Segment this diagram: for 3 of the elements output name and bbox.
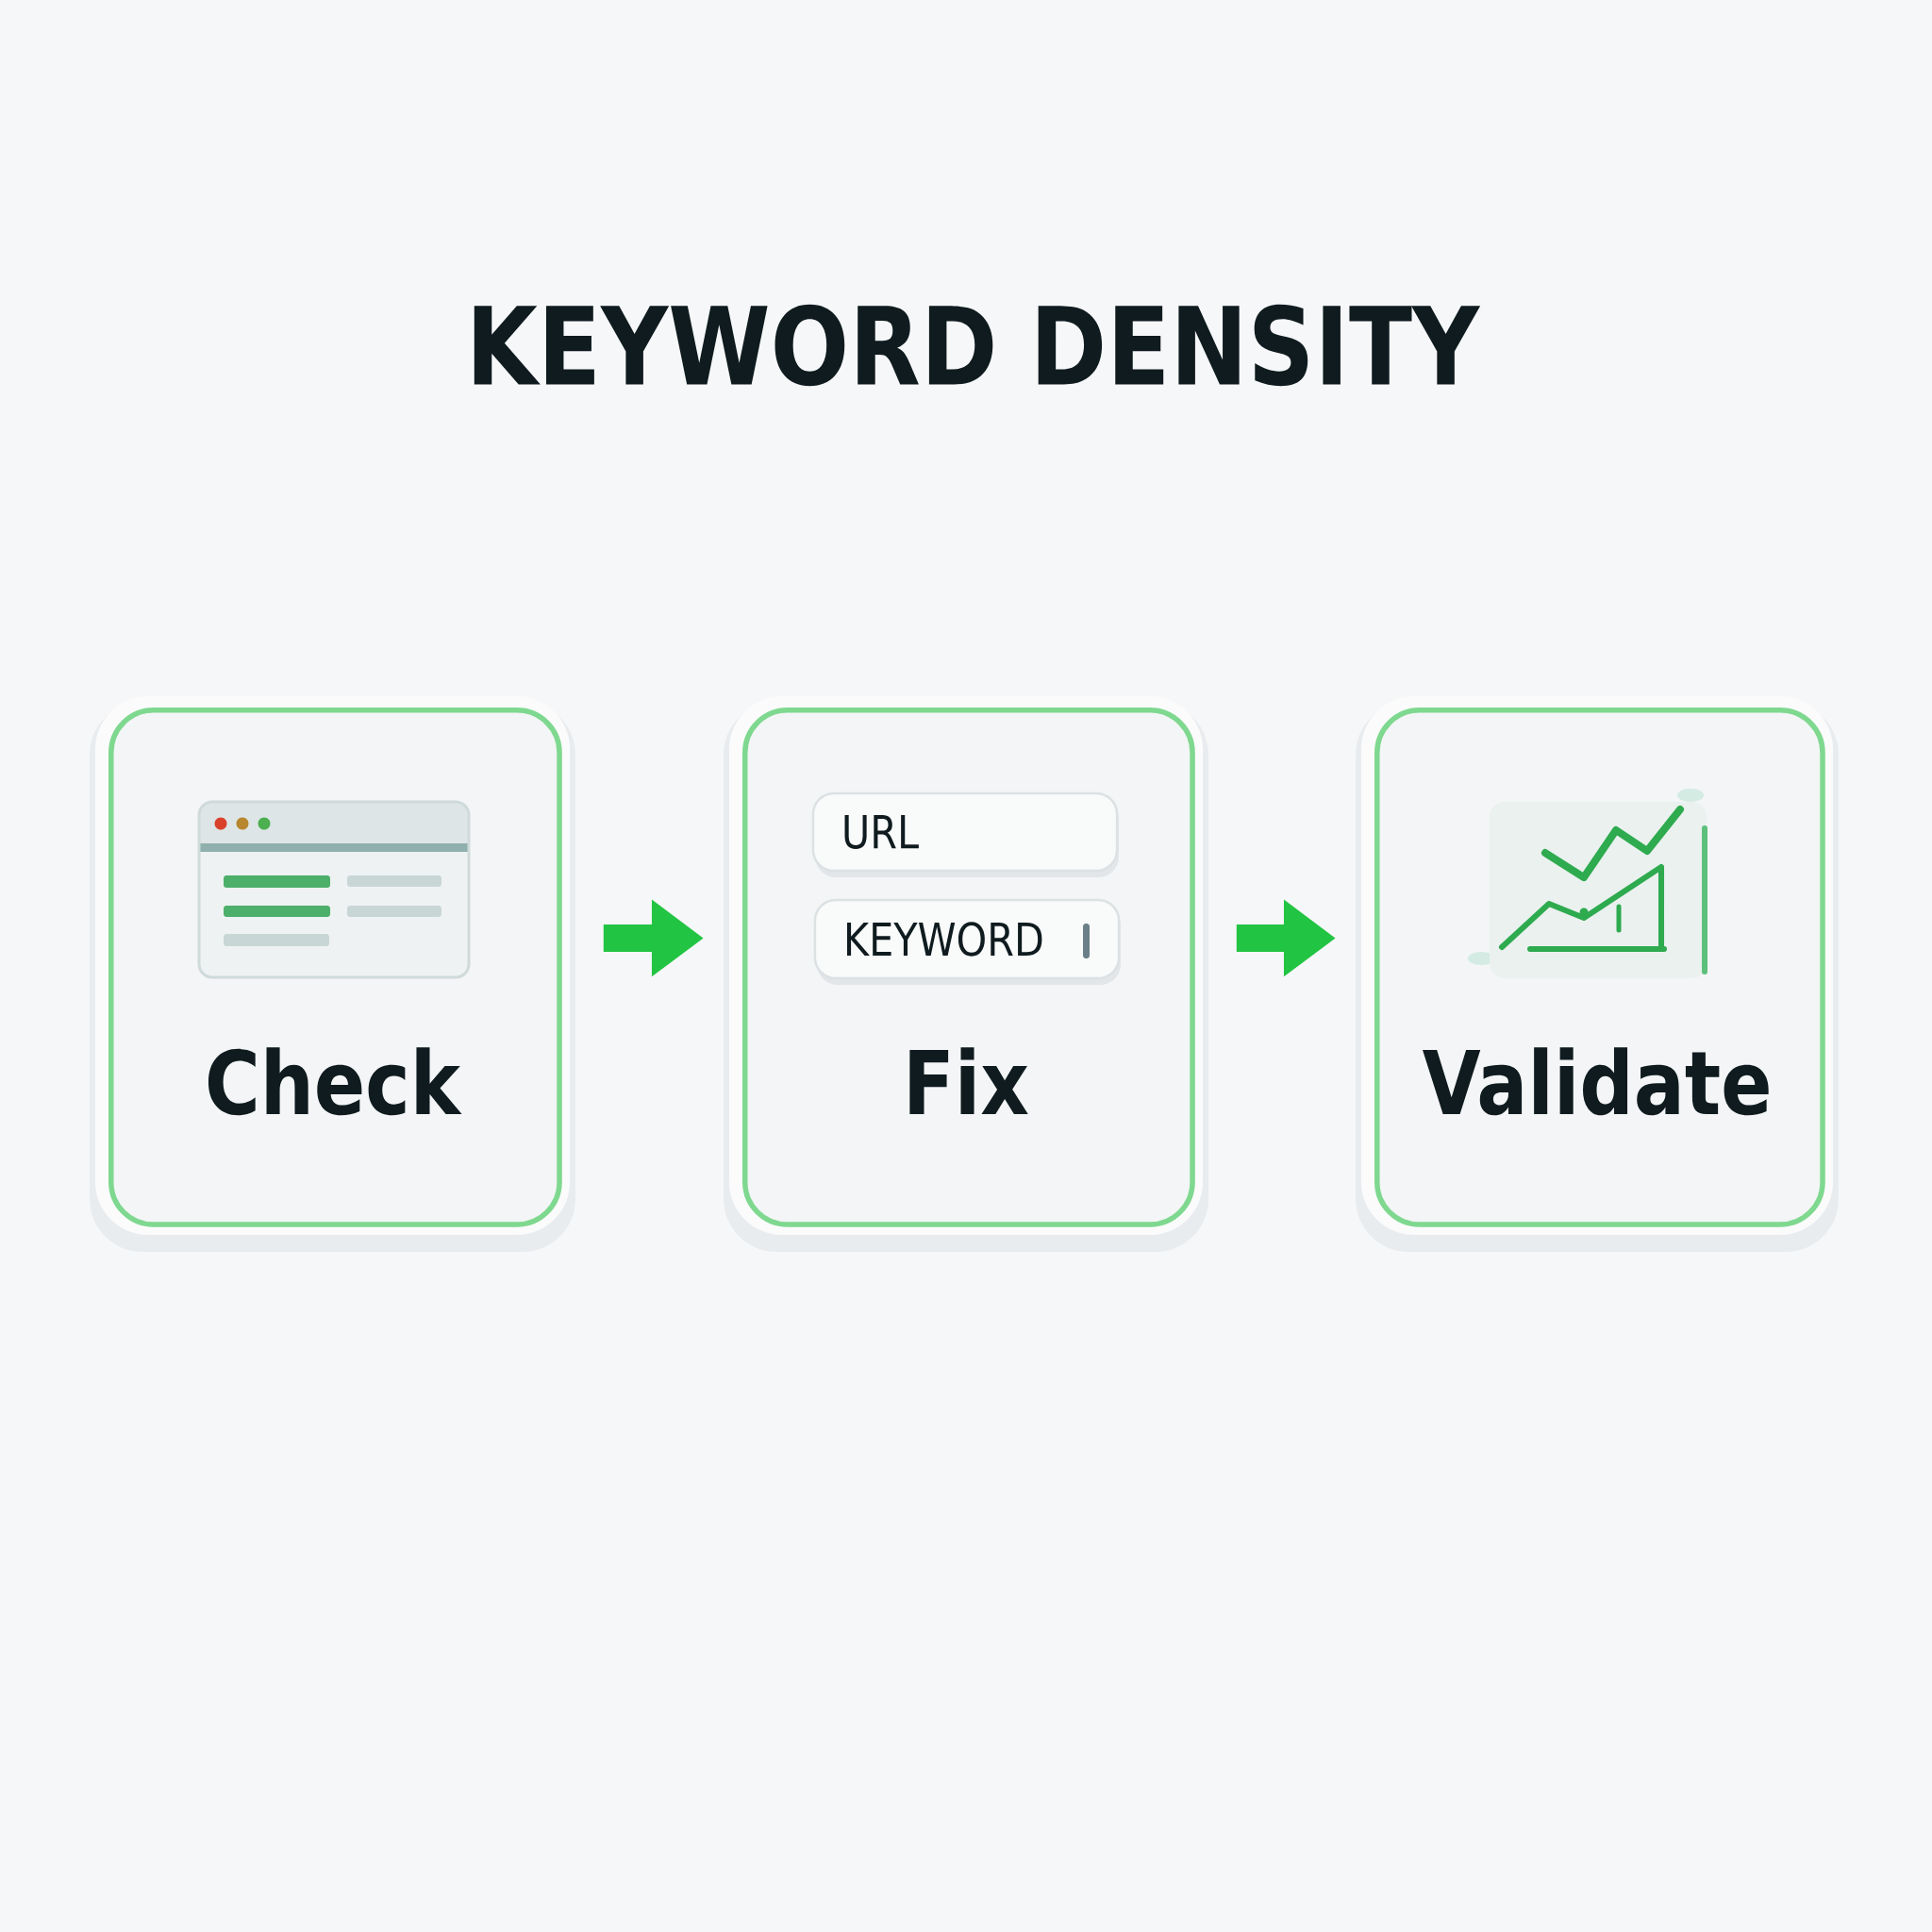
input-field: URL	[811, 791, 1119, 877]
input-field: KEYWORD	[813, 898, 1121, 985]
title: KEYWORD DENSITY	[474, 304, 1481, 387]
